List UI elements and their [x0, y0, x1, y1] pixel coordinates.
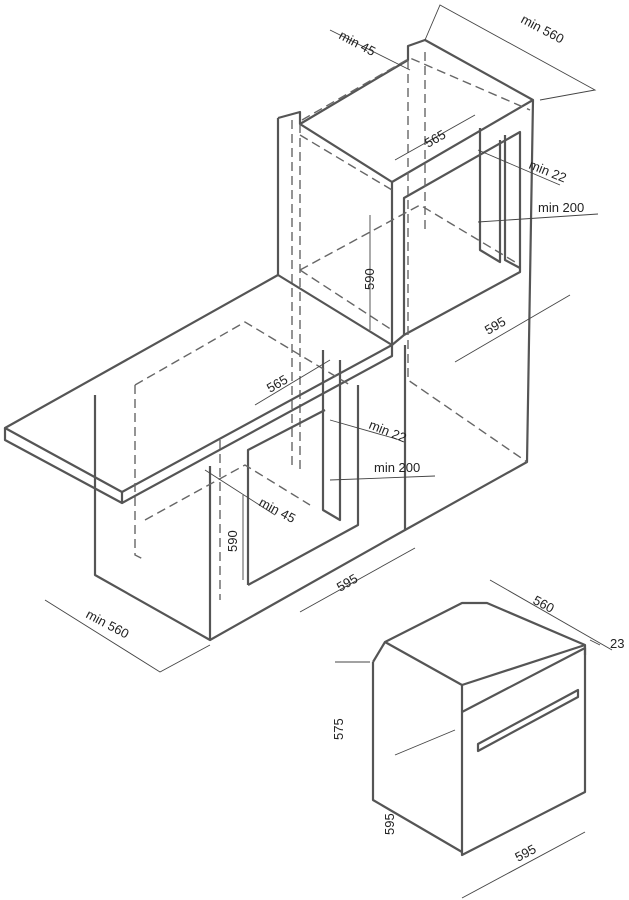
base-cabinet	[93, 321, 407, 642]
countertop	[3, 273, 394, 505]
oven-front-label: 23	[610, 636, 624, 651]
upper-side-gap-label: min 22	[527, 157, 569, 186]
tall-cabinet	[276, 38, 535, 531]
upper-height-label: 590	[362, 268, 377, 290]
lower-side-gap-label: min 22	[367, 417, 409, 446]
upper-width-label: 595	[482, 314, 508, 338]
oven	[371, 601, 587, 857]
oven-height-label: 595	[382, 813, 397, 835]
oven-depth-label: 560	[531, 592, 557, 615]
labels: min 560 min 45 565 min 22 min 200 590 59…	[84, 11, 625, 864]
oven-body-height-label: 575	[331, 718, 346, 740]
upper-rear-gap-label: min 45	[337, 27, 379, 59]
lower-rear-gap-label: min 45	[257, 494, 299, 526]
lower-depth-label: min 560	[84, 606, 132, 641]
lower-vent-label: min 200	[374, 460, 420, 475]
upper-vent-label: min 200	[538, 200, 584, 215]
dimension-lines	[44, 4, 613, 899]
upper-inner-depth-label: 565	[422, 127, 448, 151]
lower-inner-depth-label: 565	[264, 372, 290, 396]
oven-width-label: 595	[512, 841, 538, 864]
lower-height-label: 590	[225, 530, 240, 552]
upper-depth-label: min 560	[519, 11, 567, 46]
